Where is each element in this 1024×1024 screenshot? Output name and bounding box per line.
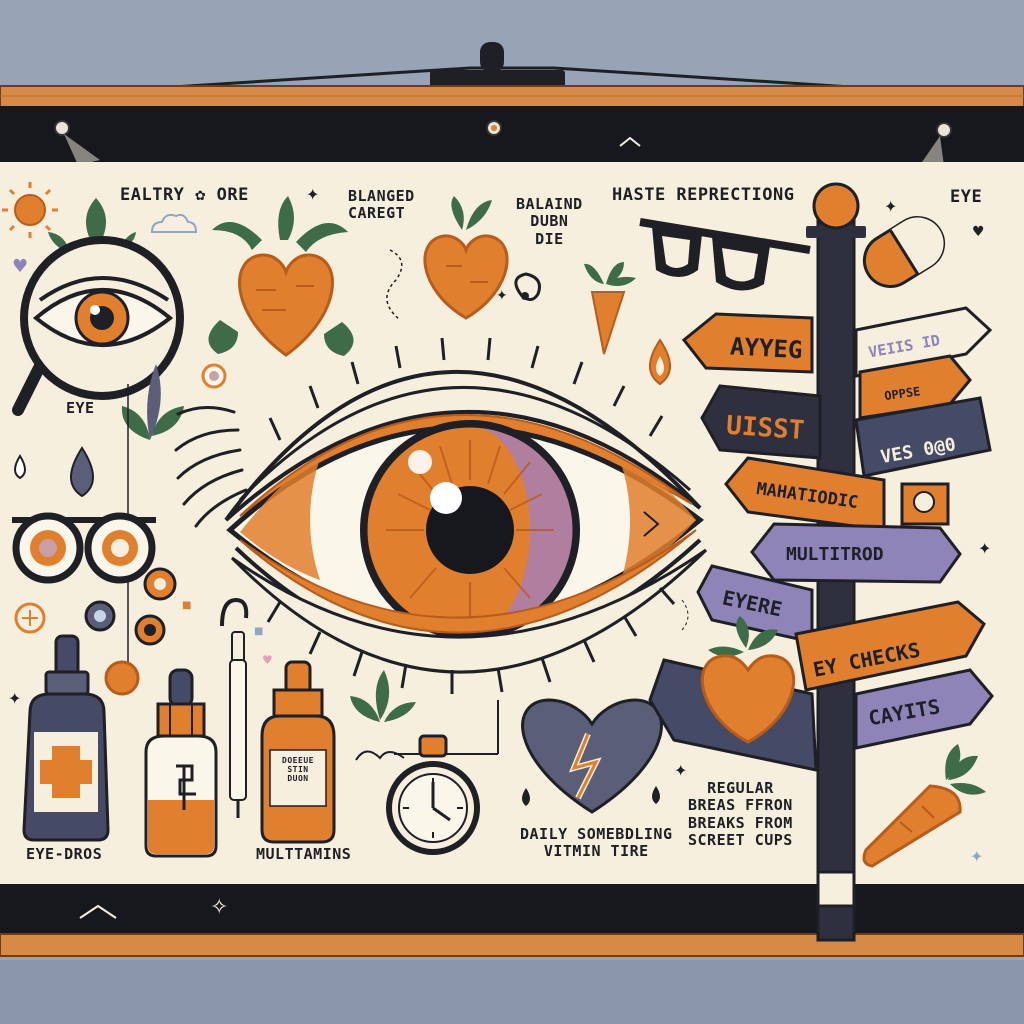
svg-text:✦: ✦ (8, 689, 21, 708)
magnifier-icon (12, 236, 184, 416)
label-eye-top-right: EYE (950, 187, 983, 207)
heart-carrot-icon (700, 616, 796, 744)
leaf-icon (350, 670, 416, 722)
label-regular: REGULAR BREAS FFRON BREAKS FROM SCREET C… (688, 779, 793, 849)
sign-board-veiis (854, 306, 993, 378)
sign-board-eyere (696, 564, 814, 644)
svg-text:✦: ✦ (306, 185, 319, 204)
sign-board-multitrod (750, 522, 962, 584)
cloud-icon (150, 213, 198, 233)
svg-text:✦: ✦ (884, 197, 897, 216)
svg-text:♥: ♥ (262, 653, 273, 667)
label-balaind: BALAIND DUBN DIE (516, 195, 583, 248)
svg-text:♥: ♥ (972, 224, 985, 240)
eye-icon (174, 337, 708, 694)
sign-board-oppse (858, 354, 972, 420)
bottom-rail (0, 933, 1024, 957)
svg-text:✦: ✦ (674, 761, 687, 780)
dropper-icon (220, 597, 249, 818)
top-rail (0, 85, 1024, 109)
svg-text:✧: ✧ (210, 895, 228, 920)
carrot-icon (584, 262, 636, 355)
heart-carrot-icon (423, 196, 509, 320)
sun-icon (2, 182, 58, 238)
sign-board-mahatiodic (724, 456, 950, 532)
drop-icon (14, 338, 671, 806)
svg-text:✦: ✦ (496, 288, 508, 304)
label-balanced: BLANGED CAREGT (348, 187, 415, 223)
vitamin-bottle-icon (260, 660, 336, 844)
sign-board-ayyeg (681, 312, 814, 374)
sign-board-ves (854, 396, 992, 478)
eye-drops-bottle-icon (22, 634, 110, 842)
label-bottle: DOEEUE STIN DUON (282, 756, 314, 784)
sign-board-ey-checks (794, 600, 986, 692)
label-eye-drops: EYE-DROS (26, 845, 103, 863)
svg-text:♥: ♥ (12, 256, 28, 277)
spotlight-icon (54, 120, 952, 166)
eye-drops-bottle-icon (144, 668, 218, 858)
label-eye-left: EYE (66, 399, 95, 417)
leaf-icon (121, 364, 184, 440)
badge-icon (14, 567, 177, 696)
carrot-icon (862, 744, 986, 868)
sign-board-uisst (700, 384, 822, 460)
pill-icon (862, 216, 946, 288)
label-daily: DAILY SOMEBDLING VITMIN TIRE (520, 825, 673, 861)
svg-text:✦: ✦ (978, 539, 991, 558)
svg-text:■: ■ (182, 600, 191, 611)
svg-text:■: ■ (254, 626, 263, 637)
svg-text:✦: ✦ (970, 847, 983, 866)
glasses-icon (639, 218, 811, 291)
label-multitamins: MULTTAMINS (256, 845, 352, 863)
stopwatch-icon (355, 700, 499, 855)
label-top-left: EALTRY ✿ ORE (120, 185, 249, 205)
glasses-icon (12, 512, 156, 584)
broken-heart-icon (521, 698, 663, 814)
label-haste: HASTE REPRECTIONG (612, 185, 795, 205)
heart-carrot-icon (208, 196, 354, 357)
